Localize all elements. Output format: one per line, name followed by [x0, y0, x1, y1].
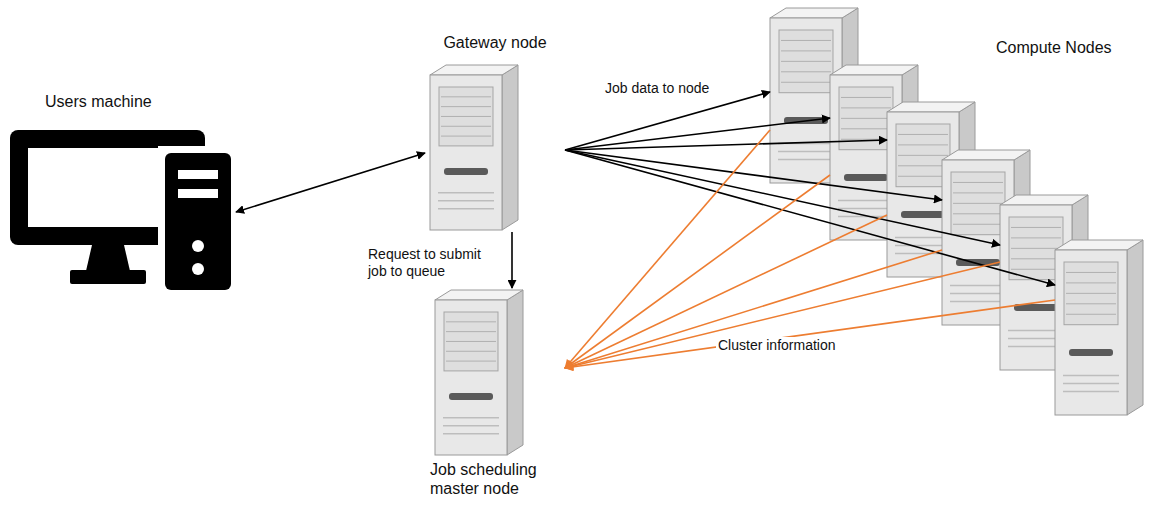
- scheduler-node: Job scheduling master node: [430, 288, 565, 502]
- info-arrow: [565, 300, 1055, 368]
- server-icon: [1055, 240, 1143, 415]
- edge-label: Cluster information: [716, 337, 838, 354]
- server-icon: [430, 65, 518, 230]
- compute-nodes: Compute Nodes: [760, 10, 1150, 430]
- node-label: Gateway node: [425, 33, 565, 52]
- gateway-node: Gateway node: [425, 30, 565, 232]
- server-icon: [435, 290, 523, 455]
- node-label: Compute Nodes: [996, 38, 1146, 57]
- data-arrow: [236, 153, 425, 212]
- data-arrow: [565, 150, 942, 200]
- info-arrow: [565, 262, 1000, 368]
- info-arrow: [565, 250, 942, 368]
- node-label: Job scheduling master node: [430, 460, 565, 498]
- edge-label: Request to submit job to queue: [366, 246, 492, 280]
- info-arrow: [565, 130, 770, 368]
- user-machine: Users machine: [8, 92, 236, 296]
- data-arrow: [511, 232, 513, 288]
- desktop-computer-icon: [10, 130, 238, 296]
- data-arrow: [565, 92, 770, 150]
- server-icons: [430, 8, 1143, 455]
- info-arrow: [565, 215, 887, 368]
- data-arrow: [565, 150, 1000, 245]
- data-arrow: [565, 150, 1055, 285]
- data-arrow: [565, 140, 887, 150]
- edge-label: Job data to node: [603, 80, 711, 97]
- node-label: Users machine: [45, 92, 225, 111]
